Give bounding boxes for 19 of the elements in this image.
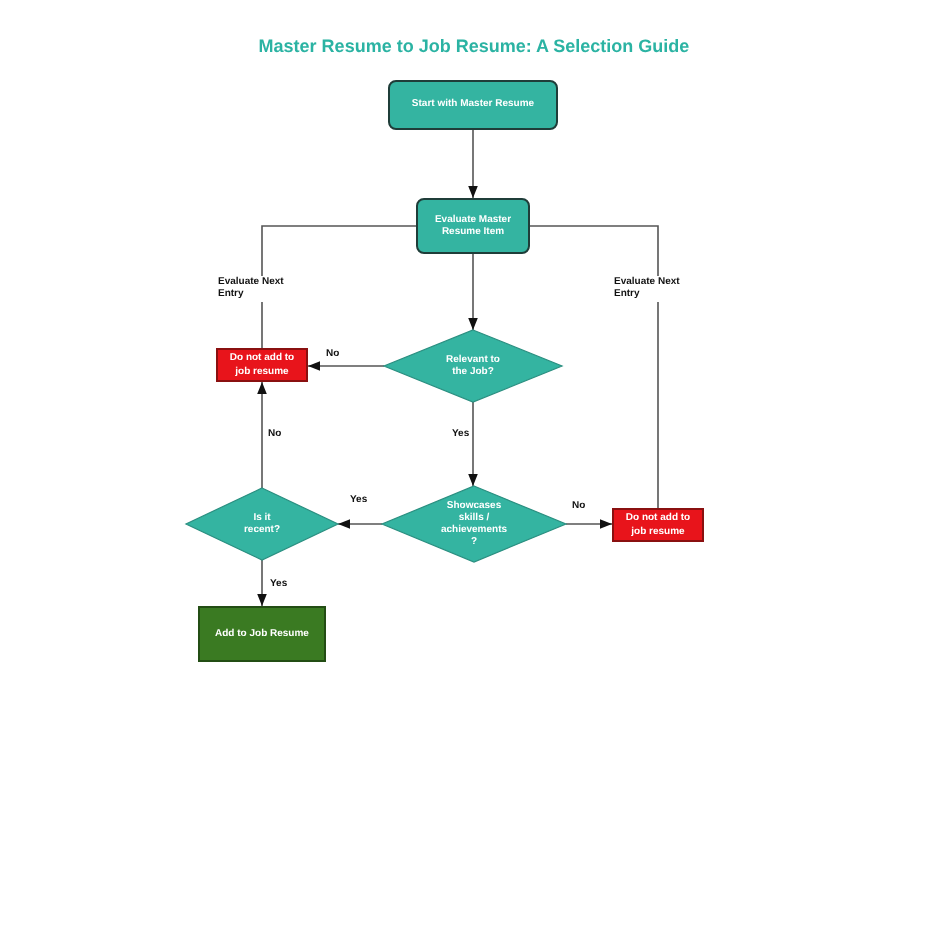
arrow	[307, 361, 385, 371]
connector-line	[261, 225, 417, 349]
process-box	[416, 198, 530, 254]
arrow	[468, 253, 478, 331]
arrow	[257, 559, 267, 607]
connector-line	[529, 225, 659, 509]
process-box	[612, 508, 704, 542]
title: Master Resume to Job Resume: A Selection Guide	[258, 36, 690, 56]
process-box	[216, 348, 308, 382]
decision-diamond	[186, 488, 338, 560]
decision-diamond	[384, 330, 562, 402]
process-box	[198, 606, 326, 662]
arrow	[468, 129, 478, 199]
decision-diamond	[382, 486, 566, 562]
arrow	[565, 519, 613, 529]
process-box	[388, 80, 558, 130]
arrow	[468, 401, 478, 487]
arrow	[257, 381, 267, 489]
arrow	[337, 519, 383, 529]
